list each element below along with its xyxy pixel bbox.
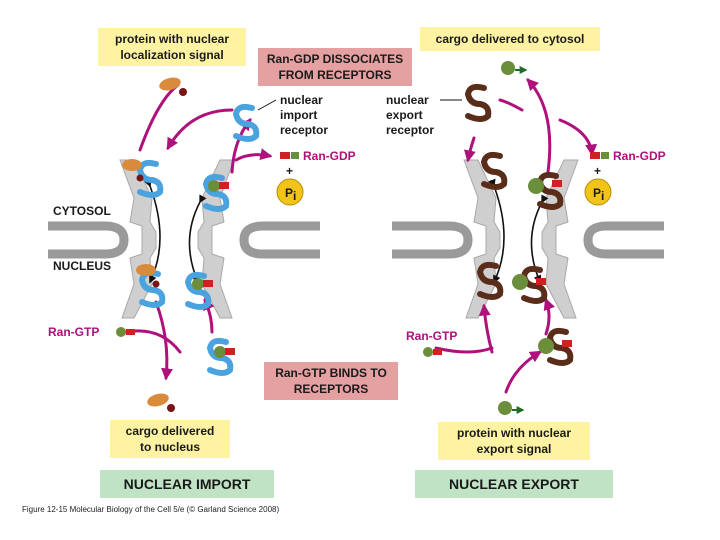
label-cargo-nucleus: cargo delivered to nucleus [110,420,230,458]
import-receptor-free [232,103,260,142]
cargo-protein-cytosol [159,77,187,96]
export-receptor-complex-top [528,171,564,210]
label-import-receptor-line3: receptor [280,123,328,137]
arrow-ran-gtp-to-receptor [478,303,494,354]
label-cargo-cytosol-text: cargo delivered to cytosol [436,32,585,46]
panel-title-export-text: NUCLEAR EXPORT [449,476,579,492]
label-ran-gdp-dissociates-line2: FROM RECEPTORS [278,68,391,82]
label-protein-nls-line1: protein with nuclear [115,32,229,46]
import-receptor-ran-nucleus [206,337,235,376]
label-ran-gdp-dissociates: Ran-GDP DISSOCIATES FROM RECEPTORS [258,48,412,86]
arrow-export-receptor-return [464,136,476,163]
phosphate-label-import: P [285,186,293,200]
export-receptor-pore-left [480,151,508,190]
ran-gtp-label-export: Ran-GTP [406,329,457,343]
label-cytosol: CYTOSOL [53,204,111,218]
ran-gdp-label-import: Ran-GDP [303,149,356,163]
arrow-receptor-recycle-up [230,118,252,174]
arrow-export-cargo-release [526,78,552,174]
arrow-import-receptor-to-cargo [166,108,234,151]
label-protein-nls: protein with nuclear localization signal [98,28,246,66]
cargo-protein [122,159,142,171]
export-receptor-free-top [464,83,492,122]
arrow-ran-gdp-release-export [558,118,598,157]
label-nuclear-export-receptor: nuclear export receptor [386,93,462,137]
import-nuclear-envelope [48,221,320,259]
ran-gdp-label-export: Ran-GDP [613,149,666,163]
label-protein-nes: protein with nuclear export signal [438,422,590,460]
import-receptor-ran-top [202,173,230,212]
plus-sign-import: + [286,164,293,178]
export-cargo-nucleus [498,401,525,415]
export-receptor-complex-nucleus [538,327,574,366]
label-cargo-nucleus-line1: cargo delivered [126,424,215,438]
label-ran-gtp-binds: Ran-GTP BINDS TO RECEPTORS [264,362,398,400]
cargo-protein-nucleus [147,393,175,412]
arrow-export-cargo-binding [504,350,543,394]
label-protein-nes-line1: protein with nuclear [457,426,571,440]
arrow-ran-gtp-export [434,346,494,354]
label-nucleus: NUCLEUS [53,259,111,273]
export-receptor-complex-bottom [512,265,548,304]
label-cargo-nucleus-line2: to nucleus [140,440,200,454]
panel-title-import: NUCLEAR IMPORT [100,470,274,498]
phosphate-import: P i [276,178,304,206]
panel-title-import-text: NUCLEAR IMPORT [124,476,251,492]
figure-caption: Figure 12-15 Molecular Biology of the Ce… [22,505,279,514]
label-protein-nls-line2: localization signal [120,48,223,62]
label-import-receptor-line1: nuclear [280,93,323,107]
label-ran-gdp-dissociates-line1: Ran-GDP DISSOCIATES [267,52,403,66]
phosphate-label-export: P [593,186,601,200]
phosphate-subscript-import: i [293,189,296,203]
phosphate-export: P i [584,178,612,206]
panel-title-export: NUCLEAR EXPORT [415,470,613,498]
label-nuclear-import-receptor: nuclear import receptor [257,93,328,137]
arrow-ran-gdp-release [234,148,273,162]
arrow-export-receptor-free [498,98,524,112]
ran-gtp-export: Ran-GTP [406,329,457,357]
export-cargo-cytosol [501,61,528,75]
plus-sign-export: + [594,164,601,178]
arrow-export-translocation-1 [488,178,505,284]
arrow-export-translocation-2 [530,194,549,284]
import-receptor-ran-bottom [184,271,213,310]
label-ran-gtp-binds-line1: Ran-GTP BINDS TO [275,366,387,380]
label-ran-gtp-binds-line2: RECEPTORS [294,382,368,396]
ran-gtp-import: Ran-GTP [48,325,135,339]
label-import-receptor-line2: import [280,108,317,122]
export-receptor-pore-bottom-left [476,261,504,300]
arrow-export-complex-up [543,297,555,336]
label-export-receptor-line3: receptor [386,123,434,137]
ran-gtp-label-import: Ran-GTP [48,325,99,339]
import-receptor-with-cargo-top [122,159,164,198]
ran-gdp-import: Ran-GDP [280,149,356,163]
label-protein-nes-line2: export signal [477,442,552,456]
phosphate-subscript-export: i [601,189,604,203]
ran-gdp-export: Ran-GDP [590,149,666,163]
label-export-receptor-line2: export [386,108,423,122]
export-nuclear-envelope [392,221,664,259]
label-cargo-cytosol: cargo delivered to cytosol [420,27,600,51]
label-export-receptor-line1: nuclear [386,93,429,107]
import-receptor-with-cargo-bottom [136,264,166,308]
